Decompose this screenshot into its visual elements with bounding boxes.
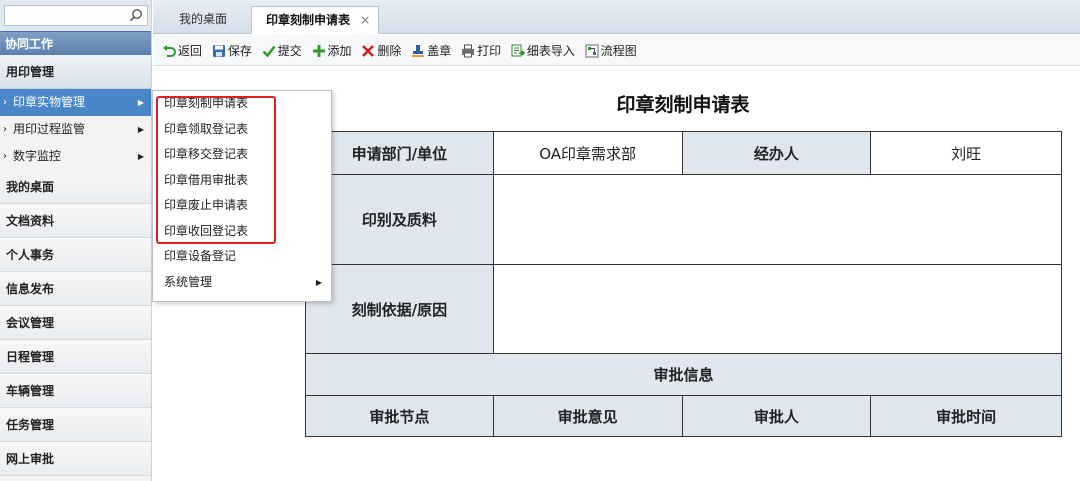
print-button[interactable]: 打印: [461, 35, 501, 66]
tree-item-digital-monitor[interactable]: › 数字监控 ▶: [0, 143, 151, 170]
back-button[interactable]: 返回: [162, 35, 202, 66]
reason-input-cell[interactable]: [492, 264, 1063, 354]
nav-item-vehicles[interactable]: 车辆管理: [0, 374, 151, 408]
submenu-popup: 印章刻制申请表 印章领取登记表 印章移交登记表 印章借用审批表 印章废止申请表 …: [152, 90, 332, 302]
dept-value-cell[interactable]: OA印章需求部: [492, 131, 683, 175]
nav-item-online-approval[interactable]: 网上审批: [0, 442, 151, 476]
nav-item-my-desktop[interactable]: 我的桌面: [0, 170, 151, 204]
nav-item-documents[interactable]: 文档资料: [0, 204, 151, 238]
sidebar-search-row: [0, 0, 151, 31]
main-area: 我的桌面 印章刻制申请表 × 返回 保存: [153, 0, 1080, 481]
plus-icon: [312, 44, 325, 57]
import-icon: [511, 44, 525, 56]
submenu-arrow-icon: ▶: [315, 277, 322, 287]
nav-item-news[interactable]: 信息发布: [0, 272, 151, 306]
section-header-collab[interactable]: 协同工作: [0, 31, 151, 55]
submenu-arrow-icon: ▶: [137, 152, 144, 161]
printer-icon: [462, 44, 475, 57]
submit-button[interactable]: 提交: [262, 35, 302, 66]
tab-my-desktop[interactable]: 我的桌面: [165, 6, 241, 34]
back-label: 返回: [178, 44, 203, 58]
search-icon[interactable]: [129, 8, 143, 22]
save-button[interactable]: 保存: [212, 35, 252, 66]
save-label: 保存: [227, 44, 252, 58]
chevron-right-icon: ›: [3, 151, 7, 162]
sidebar: 协同工作 用印管理 › 印章实物管理 ▶ › 用印过程监管 ▶ › 数字监控 ▶…: [0, 0, 152, 481]
add-button[interactable]: 添加: [312, 35, 352, 66]
tab-label: 印章刻制申请表: [266, 13, 351, 27]
delete-button[interactable]: 删除: [361, 35, 401, 66]
print-label: 打印: [477, 44, 502, 58]
nav-item-personal[interactable]: 个人事务: [0, 238, 151, 272]
save-icon: [212, 44, 225, 57]
menu-item-recall-register[interactable]: 印章收回登记表: [164, 223, 249, 238]
submit-label: 提交: [277, 44, 302, 58]
sub-header-seal-mgmt[interactable]: 用印管理: [0, 55, 151, 89]
tree-item-process-monitor[interactable]: › 用印过程监管 ▶: [0, 116, 151, 143]
import-label: 细表导入: [526, 44, 575, 58]
menu-item-label: 系统管理: [164, 274, 213, 289]
dept-label-cell: 申请部门/单位: [305, 131, 494, 175]
approval-col-approver: 审批人: [681, 395, 872, 437]
delete-x-icon: [362, 44, 375, 57]
close-icon[interactable]: ×: [360, 13, 371, 27]
tree-item-label: 数字监控: [13, 149, 62, 163]
import-button[interactable]: 细表导入: [511, 35, 575, 66]
menu-item-abolish-form[interactable]: 印章废止申请表: [164, 198, 249, 212]
submenu-arrow-icon: ▶: [137, 98, 144, 107]
flowchart-icon: [585, 44, 599, 57]
nav-item-tasks[interactable]: 任务管理: [0, 408, 151, 442]
chevron-right-icon: ›: [3, 124, 7, 135]
back-arrow-icon: [163, 44, 176, 57]
approval-col-opinion: 审批意见: [492, 395, 683, 437]
flowchart-button[interactable]: 流程图: [585, 35, 637, 66]
stamp-icon: [412, 44, 425, 57]
search-box[interactable]: [4, 5, 148, 26]
application-form-table: 申请部门/单位 OA印章需求部 经办人 刘旺 印别及质料 刻制依据/原因 审批信…: [305, 131, 1063, 437]
seal-material-input-cell[interactable]: [492, 174, 1063, 265]
tree-item-label: 印章实物管理: [13, 95, 86, 109]
search-input[interactable]: [5, 6, 125, 25]
flowchart-label: 流程图: [600, 44, 637, 58]
handler-value-cell[interactable]: 刘旺: [870, 131, 1062, 175]
menu-item-system-management[interactable]: 系统管理 ▶: [153, 270, 331, 296]
add-label: 添加: [327, 44, 352, 58]
checkmark-icon: [262, 45, 276, 57]
approval-col-time: 审批时间: [870, 395, 1062, 437]
submenu-arrow-icon: ▶: [137, 125, 144, 134]
tab-seal-engraving-form[interactable]: 印章刻制申请表 ×: [251, 6, 380, 34]
tree-item-physical-seal[interactable]: › 印章实物管理 ▶: [0, 89, 151, 116]
stamp-label: 盖章: [427, 44, 452, 58]
toolbar: 返回 保存 提交 添加: [153, 35, 1080, 66]
reason-label-cell: 刻制依据/原因: [305, 264, 494, 354]
menu-item-equipment-register[interactable]: 印章设备登记: [164, 249, 237, 263]
approval-info-header: 审批信息: [305, 353, 1062, 396]
handler-label-cell: 经办人: [681, 131, 872, 175]
seal-material-label-cell: 印别及质料: [305, 174, 494, 265]
menu-item-receive-register[interactable]: 印章领取登记表: [164, 121, 249, 136]
tab-bar: 我的桌面 印章刻制申请表 ×: [153, 0, 1080, 34]
menu-item-transfer-register[interactable]: 印章移交登记表: [164, 147, 249, 161]
tab-label: 我的桌面: [179, 12, 228, 26]
stamp-button[interactable]: 盖章: [411, 35, 451, 66]
menu-item-borrow-approval[interactable]: 印章借用审批表: [164, 172, 249, 187]
delete-label: 删除: [377, 44, 402, 58]
nav-item-meetings[interactable]: 会议管理: [0, 306, 151, 340]
menu-item-engraving-form[interactable]: 印章刻制申请表: [164, 96, 249, 110]
chevron-right-icon: ›: [3, 97, 7, 108]
form-title: 印章刻制申请表: [616, 94, 750, 116]
tree-item-label: 用印过程监管: [13, 122, 86, 136]
nav-item-schedule[interactable]: 日程管理: [0, 340, 151, 374]
approval-col-node: 审批节点: [305, 395, 494, 437]
